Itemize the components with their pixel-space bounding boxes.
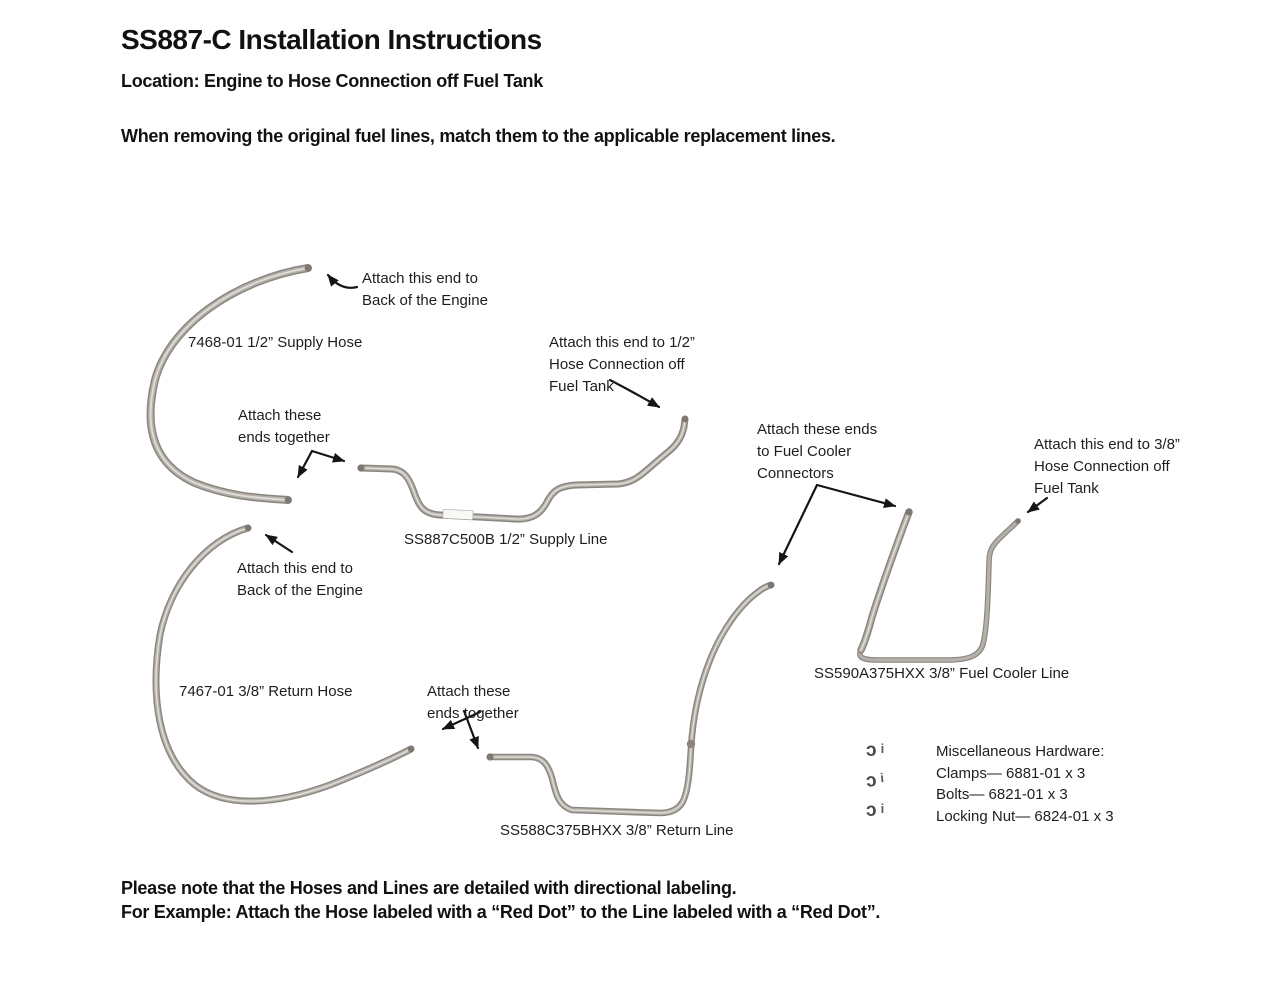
label-fuel-cooler-line: SS590A375HXX 3/8” Fuel Cooler Line [814,665,1070,682]
callout-ends-together-top: Attach these ends together [238,407,330,446]
label-return-hose: 7467-01 3/8” Return Hose [179,683,353,700]
bolt-icon: i [880,801,885,816]
part-tag [442,508,474,521]
clamp-icon: ɔ [866,800,877,821]
callout-supply-line-tank: Attach this end to 1/2” Hose Connection … [549,334,695,395]
label-supply-line: SS887C500B 1/2” Supply Line [404,531,608,548]
callout-arrows [264,273,1049,750]
arrow-tank-half [608,378,661,409]
callout-cooler-line-tank: Attach this end to 3/8” Hose Connection … [1034,436,1180,497]
clamp-icon: ɔ [866,740,877,761]
callout-fuel-cooler-connectors: Attach these ends to Fuel Cooler Connect… [757,421,878,482]
arrow-cooler-right [815,483,897,508]
footer-note-1: Please note that the Hoses and Lines are… [121,878,737,898]
intro-line: When removing the original fuel lines, m… [121,126,836,146]
page-title: SS887-C Installation Instructions [121,24,542,55]
fuel-cooler-line-image [857,508,1021,663]
arrow-join-bottom-left [441,710,482,731]
label-return-line: SS588C375BHXX 3/8” Return Line [500,822,734,839]
bolt-icon: i [880,741,885,756]
hardware-title: Miscellaneous Hardware: [936,743,1105,760]
hardware-item-clamps: Clamps— 6881-01 x 3 [936,764,1086,782]
supply-hose-image [146,264,312,504]
arrow-join-top-left [296,449,314,479]
hardware-item-locking-nut: Locking Nut— 6824-01 x 3 [936,807,1114,825]
bolt-icon: i [879,770,885,786]
hardware-list: Miscellaneous Hardware: Clamps— 6881-01 … [936,741,1114,827]
arrow-join-top-right [310,449,346,463]
return-line-image [486,581,775,817]
hardware-item-bolts: Bolts— 6821-01 x 3 [936,786,1068,804]
return-hose-image [152,524,415,805]
arrow-engine-bottom [264,533,294,554]
label-supply-hose: 7468-01 1/2” Supply Hose [188,334,363,351]
callout-return-hose-engine: Attach this end to Back of the Engine [237,560,363,599]
supply-line-image [357,415,689,523]
location-line: Location: Engine to Hose Connection off … [121,71,543,91]
arrow-tank-38 [1026,496,1049,514]
arrow-join-bottom-down [462,709,480,750]
callout-ends-together-bottom: Attach these ends together [427,683,519,722]
arrow-engine-top [326,273,359,289]
union-fitting [686,739,696,749]
callout-supply-hose-engine: Attach this end to Back of the Engine [362,270,488,309]
footer-note-2: For Example: Attach the Hose labeled wit… [121,902,881,922]
arrow-cooler-left [777,483,819,566]
